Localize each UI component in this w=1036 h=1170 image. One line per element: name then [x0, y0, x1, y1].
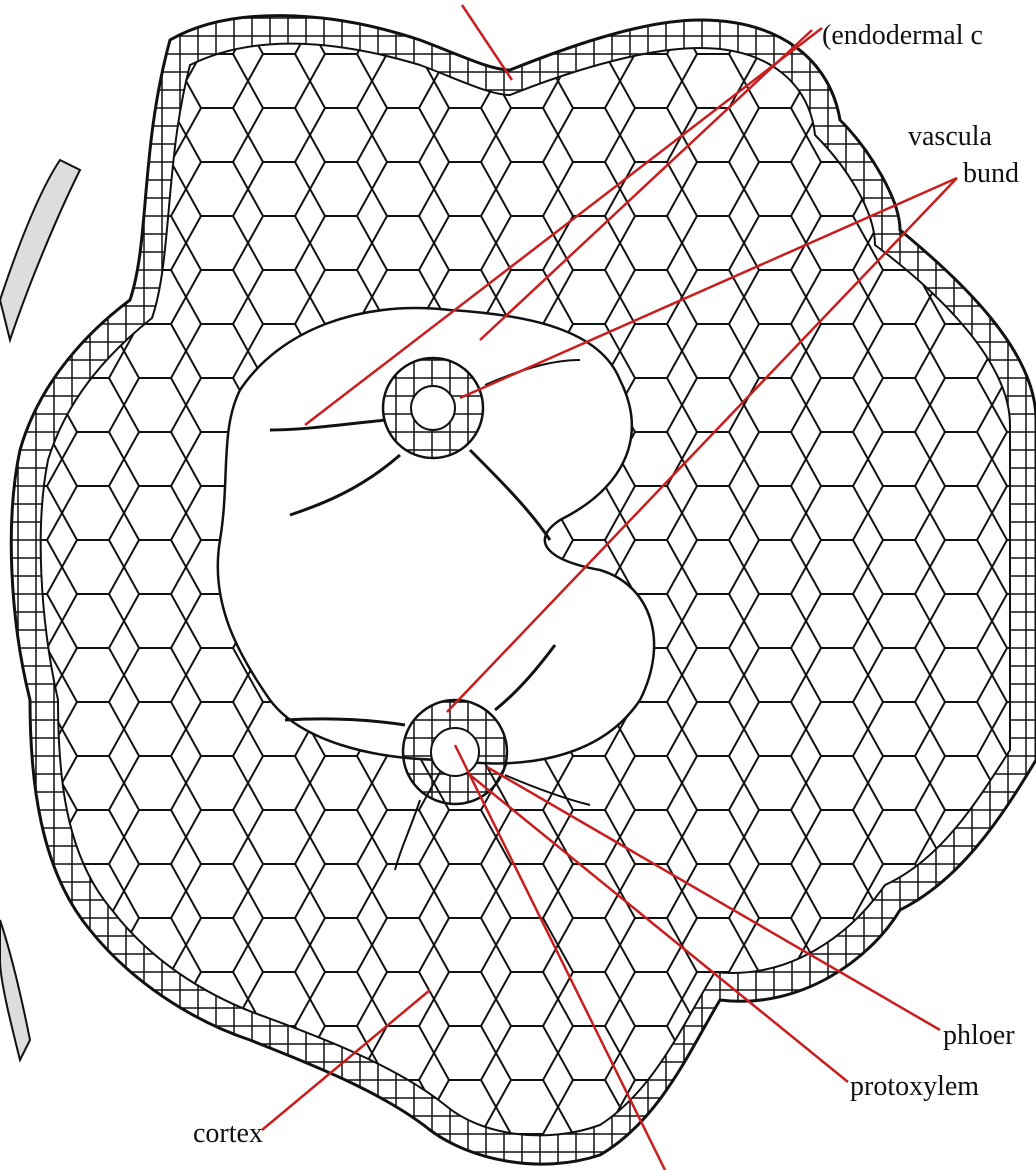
protoxylem-label: protoxylem: [850, 1073, 979, 1101]
vascular-label-line2: bund: [963, 160, 1019, 188]
endodermal-label: (endodermal c: [822, 22, 983, 50]
vascular-label-line1: vascula: [908, 123, 992, 151]
cortex-label: cortex: [193, 1120, 263, 1148]
phloem-label: phloer: [943, 1022, 1015, 1050]
